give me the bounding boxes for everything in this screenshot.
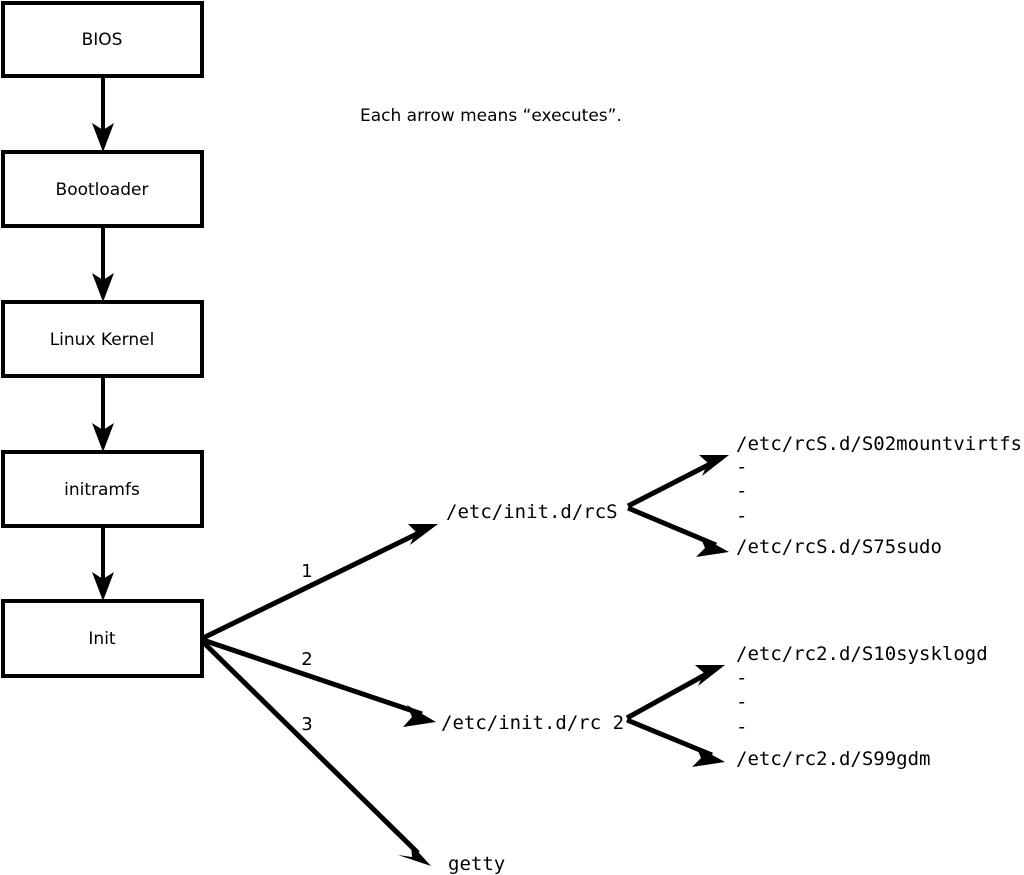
node-getty-label[interactable]: getty — [448, 853, 505, 875]
rcs-script-first[interactable]: /etc/rcS.d/S02mountvirtfs — [736, 433, 1022, 455]
arrow-init-to-rc2 — [202, 637, 436, 727]
node-rc2-label[interactable]: /etc/init.d/rc 2 — [441, 712, 624, 734]
node-linux-kernel[interactable]: Linux Kernel — [1, 300, 204, 378]
node-init[interactable]: Init — [1, 599, 204, 678]
arrow-bootloader-to-kernel — [92, 226, 114, 302]
init-box[interactable] — [1, 599, 204, 678]
bootloader-label: Bootloader — [56, 180, 149, 200]
initramfs-label: initramfs — [64, 480, 140, 500]
edge-number-2: 2 — [301, 649, 312, 670]
arrow-head-icon — [692, 746, 725, 767]
init-label: Init — [88, 629, 116, 649]
rcs-ellipsis-dash-3: - — [736, 505, 747, 527]
node-bios[interactable]: BIOS — [1, 1, 204, 78]
rcs-script-last[interactable]: /etc/rcS.d/S75sudo — [736, 536, 942, 558]
arrow-initramfs-to-init — [92, 526, 114, 601]
arrow-head-icon — [695, 665, 725, 686]
diagram-caption: Each arrow means “executes”. — [360, 106, 622, 126]
rc2-script-last[interactable]: /etc/rc2.d/S99gdm — [736, 748, 930, 770]
arrow-head-icon — [699, 455, 729, 476]
rcs-ellipsis-dash-2: - — [736, 480, 747, 502]
arrow-head-icon — [696, 536, 729, 557]
rc2-ellipsis-dash-3: - — [736, 716, 747, 738]
arrow-init-to-getty — [201, 640, 431, 866]
arrow-kernel-to-initramfs — [92, 376, 114, 452]
rc2-ellipsis-dash-1: - — [736, 667, 747, 689]
arrow-rc2-to-last-script — [626, 717, 725, 767]
rcs-ellipsis-dash-1: - — [736, 456, 747, 478]
rc2-ellipsis-dash-2: - — [736, 691, 747, 713]
bios-label: BIOS — [82, 30, 123, 50]
node-rcs-label[interactable]: /etc/init.d/rcS — [446, 501, 618, 523]
linux-kernel-label: Linux Kernel — [50, 330, 155, 350]
initramfs-box[interactable] — [1, 450, 204, 528]
arrow-head-icon — [92, 423, 114, 452]
arrow-head-icon — [92, 273, 114, 302]
arrow-rcs-to-last-script — [627, 505, 729, 557]
node-bootloader[interactable]: Bootloader — [1, 150, 204, 228]
arrow-rc2-to-first-script — [625, 665, 725, 721]
rc2-script-first[interactable]: /etc/rc2.d/S10sysklogd — [736, 643, 988, 665]
arrow-head-icon — [92, 123, 114, 152]
edge-number-3: 3 — [301, 714, 312, 735]
arrow-bios-to-bootloader — [92, 76, 114, 152]
arrow-head-icon — [403, 705, 436, 727]
arrow-init-to-rcs — [201, 524, 438, 641]
arrow-head-icon — [92, 572, 114, 601]
bios-box[interactable] — [1, 1, 204, 78]
edge-number-1: 1 — [301, 561, 312, 582]
arrow-rcs-to-first-script — [626, 455, 729, 509]
arrow-head-icon — [408, 524, 438, 545]
node-initramfs[interactable]: initramfs — [1, 450, 204, 528]
arrow-head-icon — [398, 844, 431, 866]
